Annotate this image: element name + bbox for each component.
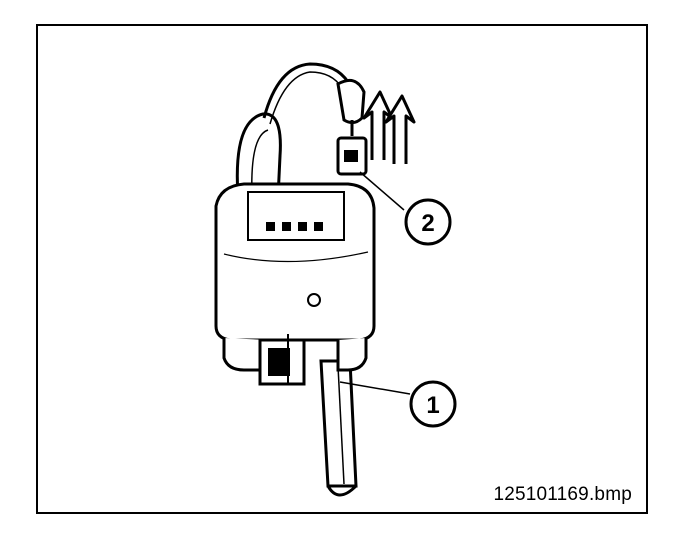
small-plug xyxy=(336,78,368,176)
connector-lock xyxy=(222,334,368,386)
connector-illustration: 2 1 xyxy=(214,62,457,497)
cable-loop xyxy=(235,62,350,199)
main-cable xyxy=(319,359,358,497)
callout-1-label: 1 xyxy=(426,392,439,419)
callout-1: 1 xyxy=(409,380,457,428)
callout-2-leader xyxy=(359,171,405,211)
callout-2-label: 2 xyxy=(421,210,434,237)
diagram-frame: 2 1 125101169.bmp xyxy=(36,24,648,514)
connector-housing xyxy=(214,182,376,342)
pull-direction-arrows-icon xyxy=(362,90,416,164)
callout-1-leader xyxy=(339,381,411,395)
callout-2: 2 xyxy=(404,198,452,246)
file-name-caption: 125101169.bmp xyxy=(493,484,632,505)
